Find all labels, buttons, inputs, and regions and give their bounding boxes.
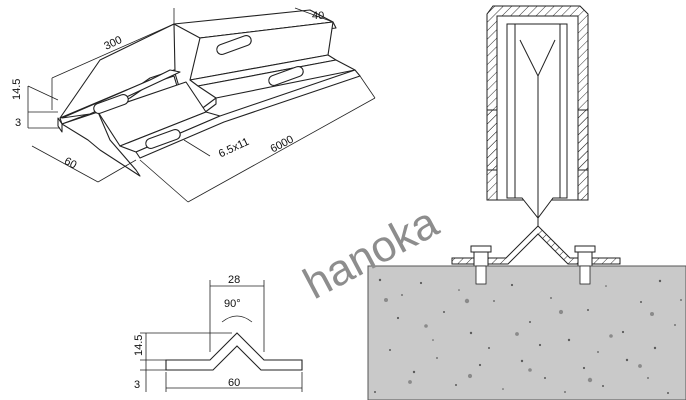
rail-dim-6000: 6000	[268, 133, 295, 155]
profile-view	[165, 332, 303, 371]
wheel-section	[486, 5, 589, 226]
profile-dim-60: 60	[228, 377, 240, 389]
profile-dimensions	[140, 280, 303, 392]
rail-dim-14-5: 14.5	[11, 79, 23, 100]
slot-2	[145, 129, 181, 149]
rail-dim-40: 40	[312, 10, 324, 22]
slot-3	[216, 35, 252, 55]
profile-dim-3: 3	[134, 379, 140, 391]
rail-dim-60: 60	[62, 155, 78, 171]
profile-dim-angle: 90°	[224, 298, 241, 310]
slot-1	[93, 94, 129, 114]
slot-4	[268, 66, 304, 86]
concrete-base	[367, 265, 686, 400]
rail-isometric	[57, 9, 361, 177]
profile-dim-labels: 28 90° 14.5 3 60	[133, 274, 241, 391]
profile-dim-14-5: 14.5	[133, 335, 145, 356]
rail-dim-3: 3	[15, 117, 21, 129]
rail-dimensions	[27, 7, 376, 203]
rail-dim-6-5x11: 6.5x11	[217, 136, 251, 160]
profile-dim-28: 28	[228, 274, 240, 286]
